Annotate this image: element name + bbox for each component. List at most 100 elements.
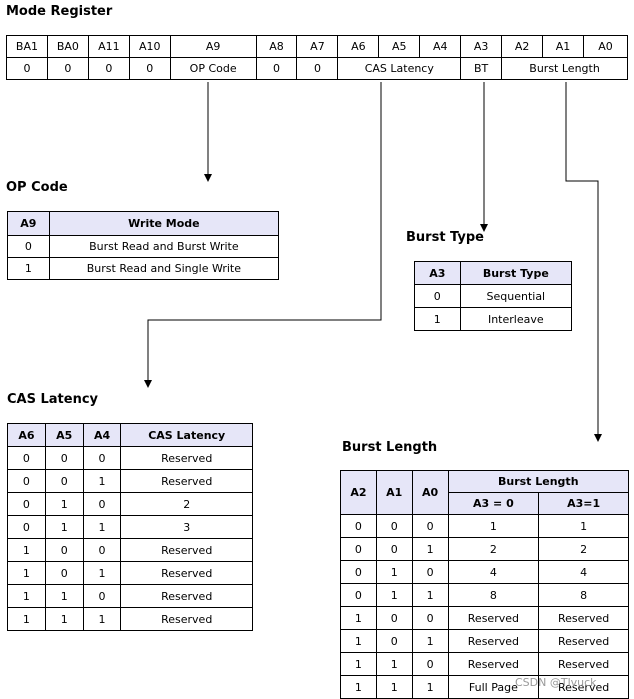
reg-field-cas-latency: CAS Latency — [337, 57, 462, 80]
op-code-title: OP Code — [6, 180, 68, 195]
arrow-head-icon — [594, 434, 602, 442]
bl-cell: 8 — [538, 583, 629, 607]
cas-cell: 1 — [82, 607, 122, 631]
bl-header-a3-1: A3=1 — [538, 492, 629, 515]
op-code-header-write-mode: Write Mode — [48, 211, 280, 236]
cas-cell: 1 — [82, 561, 122, 585]
cas-latency-title: CAS Latency — [7, 392, 99, 407]
cas-cell: 3 — [120, 515, 253, 539]
reg-bit-a6: A6 — [337, 35, 380, 58]
reg-value-ba0: 0 — [46, 57, 89, 80]
table-row: 0 Sequential — [414, 284, 573, 308]
burst-type-table: A3 Burst Type 0 Sequential 1 Interleave — [414, 261, 573, 331]
cas-cell: 0 — [44, 538, 84, 562]
watermark: CSDN @Tlvuck — [515, 676, 597, 689]
bl-header-a3-0: A3 = 0 — [447, 492, 540, 515]
bl-cell: 0 — [375, 629, 413, 653]
reg-bit-ba1: BA1 — [6, 35, 48, 58]
cas-cell: 1 — [44, 492, 84, 516]
bl-cell: 1 — [375, 560, 413, 584]
bl-cell: 0 — [411, 652, 449, 676]
bl-cell: Reserved — [538, 629, 629, 653]
bl-cell: 0 — [340, 583, 377, 607]
bl-cell: 1 — [340, 675, 377, 699]
bl-cell: 1 — [447, 514, 540, 538]
op-code-cell: Burst Read and Single Write — [48, 257, 280, 280]
bl-cell: Reserved — [447, 629, 540, 653]
bl-cell: Reserved — [447, 652, 540, 676]
burst-length-connector — [565, 82, 599, 434]
reg-bit-a0: A0 — [582, 35, 629, 58]
mode-register-title: Mode Register — [6, 4, 113, 19]
reg-field-op-code: OP Code — [169, 57, 257, 80]
burst-length-subheader-row: A3 = 0 A3=1 — [341, 492, 629, 515]
burst-type-header-type: Burst Type — [459, 261, 573, 285]
burst-length-header-row: A2 A1 A0 Burst Length — [340, 470, 630, 515]
mode-register-table: BA1 BA0 A11 A10 A9 A8 A7 A6 A5 A4 A3 A2 … — [6, 35, 629, 80]
cas-cell: 1 — [7, 607, 46, 631]
reg-field-burst-length: Burst Length — [501, 57, 628, 80]
bl-cell: 1 — [538, 514, 629, 538]
reg-bit-a9: A9 — [169, 35, 257, 58]
op-code-cell: 1 — [7, 257, 50, 280]
cas-cell: Reserved — [120, 607, 253, 631]
bl-header-a0: A0 — [411, 470, 449, 515]
arrow-head-icon — [480, 224, 488, 232]
burst-type-cell: Interleave — [459, 307, 573, 331]
cas-header-a4: A4 — [82, 423, 122, 447]
arrow-head-icon — [204, 174, 212, 182]
reg-value-ba1: 0 — [6, 57, 48, 80]
bl-header-a2: A2 — [340, 470, 377, 515]
cas-cell: Reserved — [120, 538, 253, 562]
burst-type-header-row: A3 Burst Type — [414, 261, 573, 285]
op-code-table: A9 Write Mode 0 Burst Read and Burst Wri… — [7, 211, 280, 280]
bl-cell: 1 — [411, 583, 449, 607]
table-row: 1 Burst Read and Single Write — [7, 257, 280, 280]
cas-latency-connector — [147, 82, 382, 380]
table-row: 1 Interleave — [414, 307, 573, 331]
cas-cell: Reserved — [120, 469, 253, 493]
cas-header-latency: CAS Latency — [120, 423, 253, 447]
cas-cell: 0 — [44, 561, 84, 585]
cas-header-a6: A6 — [7, 423, 46, 447]
burst-type-title: Burst Type — [406, 230, 484, 245]
cas-latency-header-row: A6 A5 A4 CAS Latency — [7, 423, 253, 447]
reg-bit-a3: A3 — [460, 35, 503, 58]
bl-cell: 1 — [375, 652, 413, 676]
cas-header-a5: A5 — [44, 423, 84, 447]
reg-bit-a4: A4 — [419, 35, 462, 58]
arrow-head-icon — [144, 380, 152, 388]
burst-length-title: Burst Length — [342, 440, 438, 455]
reg-field-bt: BT — [460, 57, 503, 80]
bl-cell: 1 — [411, 675, 449, 699]
burst-type-cell: Sequential — [459, 284, 573, 308]
cas-cell: 0 — [7, 492, 46, 516]
mode-register-value-row: 0 0 0 0 OP Code 0 0 CAS Latency BT Burst… — [6, 57, 628, 80]
op-code-header-row: A9 Write Mode — [7, 211, 280, 236]
bl-cell: Reserved — [538, 675, 629, 699]
op-code-header-a9: A9 — [7, 211, 50, 236]
cas-cell: 1 — [44, 584, 84, 608]
bl-cell: 0 — [375, 606, 413, 630]
bl-header-burst-length: Burst Length — [447, 470, 630, 493]
bl-cell: Reserved — [538, 652, 629, 676]
cas-cell: 0 — [82, 584, 122, 608]
bl-cell: Full Page — [447, 675, 540, 699]
cas-cell: 1 — [44, 607, 84, 631]
bl-cell: 1 — [375, 583, 413, 607]
